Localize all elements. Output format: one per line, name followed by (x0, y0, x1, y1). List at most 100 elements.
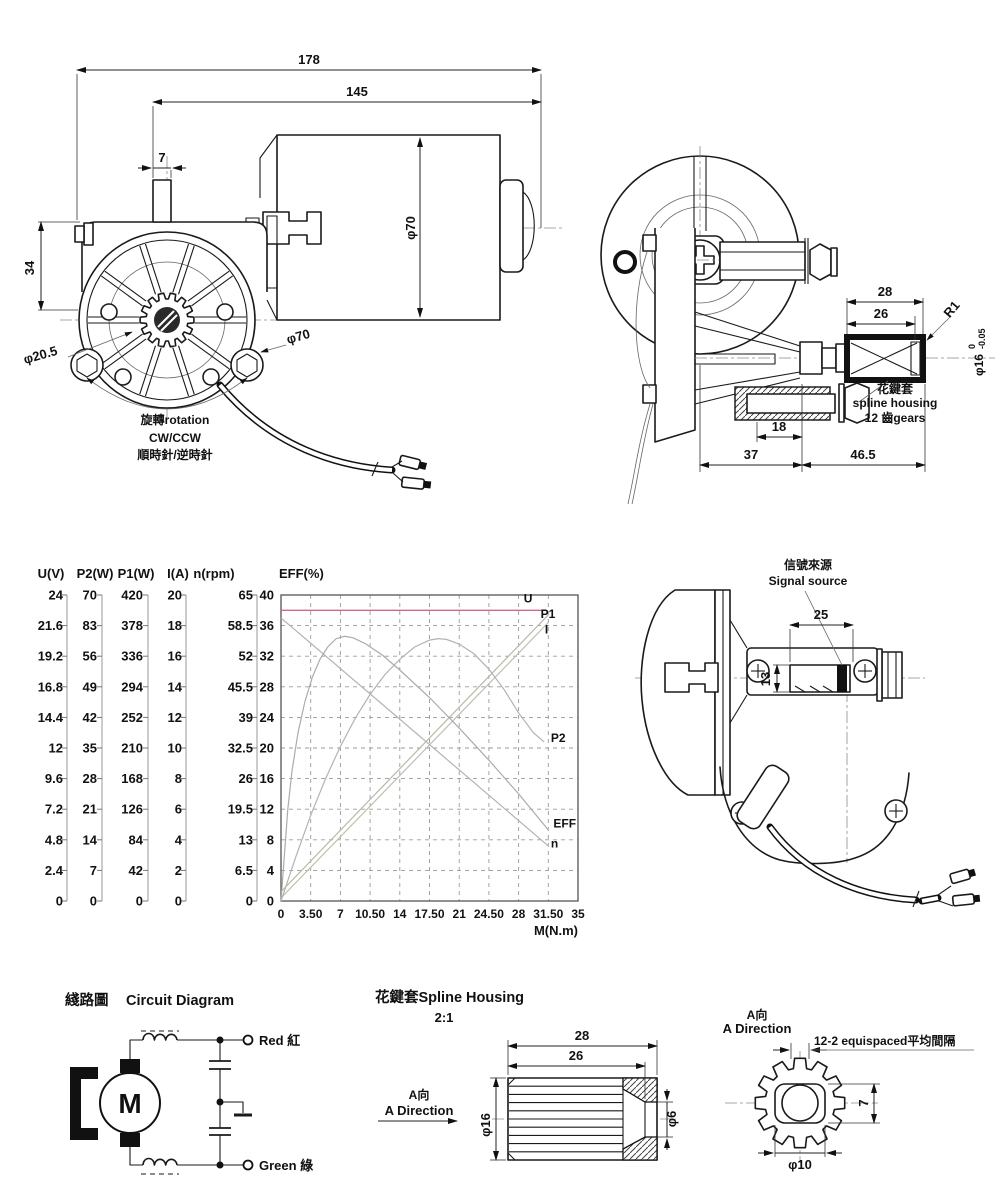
axis-tick-value: 19.5 (228, 802, 253, 817)
circuit-title-zh: 綫路圖 (65, 991, 109, 1009)
series-label-p2: P2 (551, 731, 566, 745)
dimension-178: 178 (76, 52, 542, 228)
motor-body: φ70 (245, 134, 535, 321)
eff-tick-label: 36 (260, 618, 274, 633)
top-stud (152, 179, 172, 223)
red-wire-label: Red 紅 (259, 1033, 300, 1048)
axis-tick-value: 6 (175, 802, 182, 817)
axis-tick-value: 18 (168, 618, 182, 633)
dim-7-text: 7 (158, 150, 165, 165)
series-label-p1: P1 (541, 607, 556, 621)
axis-column-header: U(V) (38, 566, 65, 581)
aview-dia-10-text: φ10 (788, 1157, 812, 1172)
cover-hole (613, 250, 637, 274)
cwccw-zh-label: 順時針/逆時針 (136, 447, 212, 462)
wheel-spoke (177, 245, 195, 295)
eff-tick-label: 28 (260, 679, 274, 694)
axis-tick-value: 0 (175, 894, 182, 909)
tol-lower-text: -0.05 (977, 328, 987, 349)
axis-tick-value: 9.6 (45, 771, 63, 786)
axis-tick-value: 12 (168, 710, 182, 725)
dimension-34: 34 (22, 221, 80, 311)
axis-column-header: n(rpm) (193, 566, 234, 581)
axis-tick-value: 294 (121, 679, 143, 694)
series-label-n: n (551, 836, 558, 850)
wheel-spoke (104, 338, 147, 370)
wheel-spokes (88, 243, 246, 397)
axis-tick-value: 8 (175, 771, 182, 786)
x-tick-label: 24.50 (474, 907, 504, 921)
equispace-note-text: 12-2 equispaced平均間隔 (814, 1033, 955, 1048)
spline-housing-detail: 花鍵套Spline Housing 2:1 28 26 φ16 φ6 A向 (375, 988, 679, 1161)
signal-connector-2 (951, 893, 981, 907)
wheel-spoke (172, 347, 190, 397)
axis-tick-value: 252 (121, 710, 143, 725)
axis-tick-value: 42 (83, 710, 97, 725)
eff-tick-label: 12 (260, 802, 274, 817)
a-direction-arrow: A向 A Direction (378, 1087, 458, 1124)
axis-tick-value: 7 (90, 863, 97, 878)
dia-16-text: φ16 (972, 354, 986, 376)
side-bolt (876, 648, 903, 702)
series-line-n (280, 617, 549, 847)
spline-zh-text: 花鍵套 (877, 381, 914, 396)
axis-tick-value: 84 (129, 832, 144, 847)
dimension-145: 145 (152, 84, 542, 178)
series-line-p1 (280, 614, 549, 893)
eff-tick-label: 4 (267, 863, 275, 878)
wheel-spoke (187, 338, 230, 370)
series-label-eff: EFF (553, 817, 576, 831)
axis-tick-value: 26 (239, 771, 253, 786)
dim-46-5-text: 46.5 (850, 447, 875, 462)
cwccw-label: CW/CCW (149, 431, 202, 445)
eff-tick-label: 8 (267, 832, 274, 847)
wheel-spoke (101, 275, 143, 307)
series-line-i (280, 622, 549, 899)
axis-tick-value: 83 (83, 618, 97, 633)
x-axis-label: M(N.m) (534, 923, 578, 938)
axis-tick-value: 45.5 (228, 679, 253, 694)
signal-zh-text: 信號來源 (784, 557, 832, 572)
spline-housing-section (507, 1077, 658, 1161)
wheel-spoke (139, 345, 157, 395)
dim-28-text: 28 (878, 284, 892, 299)
spline-detail-title: 花鍵套Spline Housing (375, 988, 524, 1006)
signal-connector-1 (949, 868, 976, 885)
circuit-title-en: Circuit Diagram (126, 993, 234, 1009)
axis-tick-value: 58.5 (228, 618, 253, 633)
motor-can-bottom (719, 764, 910, 865)
aview-zh-text: A向 (747, 1007, 768, 1022)
eff-tick-label: 16 (260, 771, 274, 786)
output-shaft (799, 341, 848, 375)
red-terminal (242, 1034, 254, 1046)
axis-tick-value: 336 (121, 649, 143, 664)
axis-tick-value: 210 (121, 741, 143, 756)
wheel-bolt-left (70, 348, 104, 382)
spline-housing-callout: 花鍵套 spline housing 12 齒gears (853, 380, 937, 425)
axis-tick-value: 7.2 (45, 802, 63, 817)
axis-tick-value: 21.6 (38, 618, 63, 633)
dim-34-text: 34 (22, 260, 37, 275)
motor-m-label: M (118, 1088, 141, 1119)
axis-tick-value: 28 (83, 771, 97, 786)
axis-tick-value: 12 (49, 741, 63, 756)
cable-connector-1 (398, 454, 428, 471)
axis-tick-value: 378 (121, 618, 143, 633)
aview-en-text: A Direction (723, 1021, 792, 1036)
wheel-spoke (191, 275, 233, 307)
dimension-26: 26 (846, 306, 916, 340)
front-view-drawing: φ70 (22, 52, 565, 490)
x-tick-label: 31.50 (533, 907, 563, 921)
shaft-tolerance-label: φ16 0 -0.05 (967, 328, 987, 376)
wheel-spoke (177, 345, 195, 395)
magnet-bracket (70, 1067, 98, 1140)
axis-tick-value: 14 (168, 679, 183, 694)
axis-tick-value: 32.5 (228, 741, 253, 756)
drive-wheel (70, 231, 264, 409)
dia-20-5-text: φ20.5 (22, 343, 59, 367)
detail-dim-28-text: 28 (575, 1028, 589, 1043)
green-terminal (242, 1159, 254, 1171)
axis-tick-value: 126 (121, 802, 143, 817)
dim-145-text: 145 (346, 84, 368, 99)
